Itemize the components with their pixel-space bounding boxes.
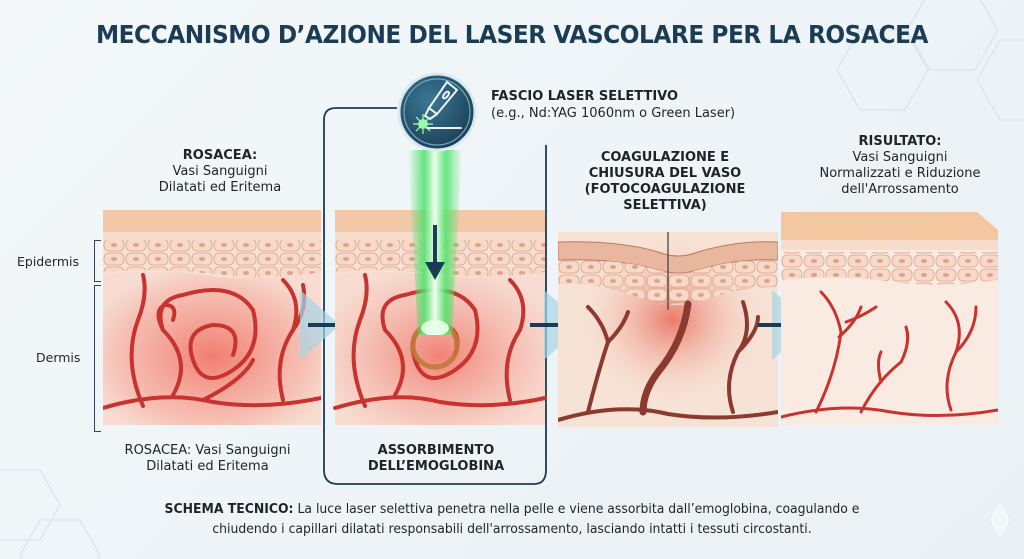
caption-line-2: chiudendo i capillari dilatati responsab… [212,521,812,537]
epidermis-label: Epidermis [17,254,80,269]
label-line: RISULTATO: [858,134,942,149]
stage-3-top-label: COAGULAZIONE E CHIUSURA DEL VASO (FOTOCO… [560,150,770,214]
caption-line-1: SCHEMA TECNICO: La luce laser selettiva … [41,499,983,519]
laser-beam-label: FASCIO LASER SELETTIVO (e.g., Nd:YAG 106… [491,88,735,122]
label-line: ASSORBIMENTO [377,443,495,458]
label-line: COAGULAZIONE E [600,150,730,165]
page-title: MECCANISMO D’AZIONE DEL LASER VASCOLARE … [95,20,929,49]
label-line: dell'Arrossamento [841,182,959,197]
label-line: DELL’EMOGLOBINA [367,459,505,474]
panel-rosacea [103,210,321,425]
caption-lead: SCHEMA TECNICO: [164,501,294,517]
label-line: Normalizzati e Riduzione [819,166,981,181]
panel-coagulation [558,232,778,427]
laser-subtitle: (e.g., Nd:YAG 1060nm o Green Laser) [491,106,736,121]
dermis-bracket [94,285,101,432]
label-line: ROSACEA: [182,148,258,163]
stage-4-top-label: RISULTATO: Vasi Sanguigni Normalizzati e… [790,134,1010,198]
label-line: ROSACEA: Vasi Sanguigni [124,443,291,458]
technical-scheme-caption: SCHEMA TECNICO: La luce laser selettiva … [41,499,983,539]
label-line: (FOTOCOAGULAZIONE [584,182,746,197]
label-line: Dilatati ed Eritema [146,459,269,474]
caption-text: La luce laser selettiva penetra nella pe… [293,501,860,517]
laser-handpiece-icon [397,72,477,152]
epidermis-bracket [94,240,101,282]
dermis-label: Dermis [36,350,81,365]
laser-beam [408,150,462,335]
panel-result [781,212,998,425]
label-line: Dilatati ed Eritema [158,180,282,195]
label-line: SELETTIVA) [623,198,707,213]
stage-1-bottom-label: ROSACEA: Vasi Sanguigni Dilatati ed Erit… [100,443,315,475]
label-line: CHIUSURA DEL VASO [588,166,742,181]
laser-title: FASCIO LASER SELETTIVO [491,89,679,104]
stage-1-top-label: ROSACEA: Vasi Sanguigni Dilatati ed Erit… [110,148,330,196]
stage-2-bottom-label: ASSORBIMENTO DELL’EMOGLOBINA [326,443,546,475]
label-line: Vasi Sanguigni [852,150,948,165]
label-line: Vasi Sanguigni [172,164,268,179]
